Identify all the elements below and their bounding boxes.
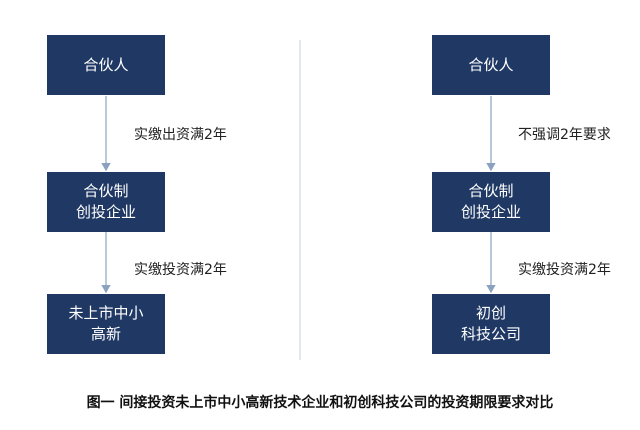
right-target-label-line1: 初创: [475, 304, 506, 322]
left-target-label-line1: 未上市中小: [68, 304, 144, 322]
left-vc-label-line2: 创投企业: [75, 203, 136, 221]
left-edge-label-1: 实缴出资满2年: [134, 127, 227, 143]
right-vc-label-line1: 合伙制: [468, 182, 514, 200]
right-partner-label: 合伙人: [468, 55, 514, 74]
left-vc-box: 合伙制 创投企业: [47, 172, 165, 232]
figure-caption: 图一 间接投资未上市中小高新技术企业和初创科技公司的投资期限要求对比: [86, 395, 554, 411]
right-edge-label-2: 实缴投资满2年: [518, 262, 611, 278]
right-partner-box: 合伙人: [432, 35, 550, 95]
right-vc-box: 合伙制 创投企业: [432, 172, 550, 232]
left-partner-box: 合伙人: [47, 35, 165, 95]
right-edge-label-1: 不强调2年要求: [518, 127, 611, 143]
right-target-label-line2: 科技公司: [460, 325, 521, 343]
right-target-box: 初创 科技公司: [432, 294, 550, 354]
left-target-label-line2: 高新: [90, 325, 121, 343]
left-vc-label-line1: 合伙制: [83, 182, 129, 200]
left-target-box: 未上市中小 高新: [47, 294, 165, 354]
right-vc-label-line2: 创投企业: [460, 203, 521, 221]
left-edge-label-2: 实缴投资满2年: [134, 262, 227, 278]
left-partner-label: 合伙人: [83, 55, 129, 74]
